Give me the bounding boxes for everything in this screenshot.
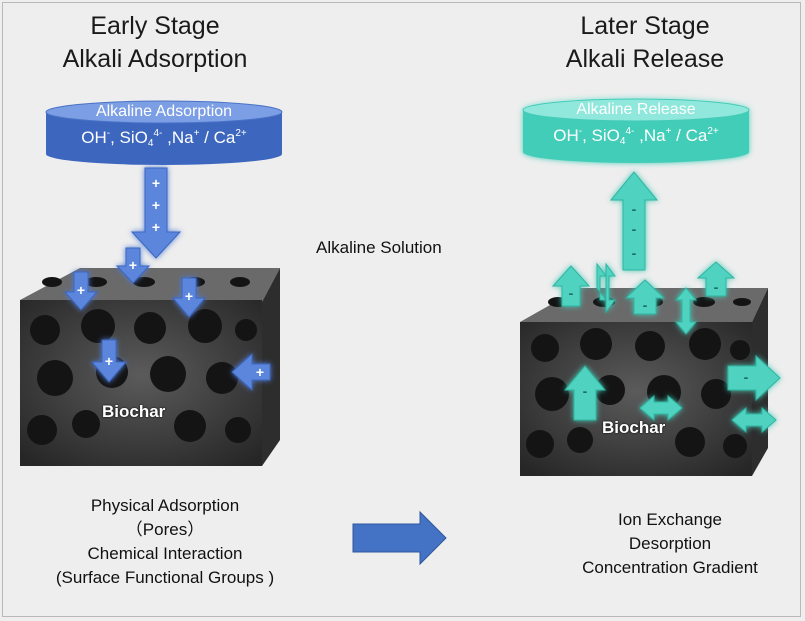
adsorption-arrow-5 [231,352,271,392]
left-arrow-signs: + + + + + + + + [77,175,264,380]
ion-sio: , SiO [582,126,620,145]
ion-oh-charge: - [106,128,111,139]
ion-sio-subscript: 4 [147,138,154,149]
right-disk-ions: OH-, SiO44- ,Na+ / Ca2+ [523,126,749,147]
left-biochar-label: Biochar [102,402,166,421]
right-captions: Ion Exchange Desorption Concentration Gr… [540,508,800,580]
caption-ion-exchange: Ion Exchange [618,510,722,529]
ion-ca-charge: 2+ [707,126,719,137]
left-disk-title: Alkaline Adsorption [95,103,233,120]
left-adsorption-arrows [63,167,271,392]
plus-sign: + [152,197,160,213]
minus-sign: - [632,221,637,237]
plus-sign: + [256,364,264,380]
ion-oh: OH [553,126,579,145]
ion-na: ,Na [634,126,666,145]
right-title-line1: Later Stage [580,12,710,40]
ion-oh: OH [81,128,107,147]
caption-pores: （Pores） [125,520,205,539]
left-title-line2: Alkali Adsorption [62,45,248,73]
plus-sign: + [77,282,85,298]
left-title: Early Stage Alkali Adsorption [40,10,270,76]
minus-sign: - [569,285,574,301]
ion-ca: / Ca [671,126,708,145]
caption-concentration-gradient: Concentration Gradient [582,558,758,577]
minus-sign: - [714,279,719,295]
release-arrow-4 [674,287,698,335]
minus-sign: - [632,201,637,217]
adsorption-arrow-2 [63,271,99,311]
right-disk-title: Alkaline Release [576,101,696,118]
plus-sign: + [185,288,193,304]
caption-physical-adsorption: Physical Adsorption [90,496,240,515]
release-arrow-5 [696,261,736,297]
ion-ca: / Ca [199,128,236,147]
adsorption-arrow-main [130,167,182,259]
ion-sio-subscript: 4 [619,136,626,147]
left-disk-ions: OH-, SiO44- ,Na+ / Ca2+ [46,128,282,149]
minus-sign: - [643,297,648,313]
release-arrow-9 [731,406,777,434]
left-biochar-block [20,268,280,466]
caption-chemical-interaction: Chemical Interaction [87,544,243,563]
ion-oh-charge: - [578,126,583,137]
caption-surface-functional-groups: (Surface Functional Groups ) [55,568,275,587]
left-captions: Physical Adsorption （Pores） Chemical Int… [20,494,310,590]
adsorption-arrow-3 [171,277,207,318]
right-arrow-signs: - - - - - - - - [569,201,749,399]
plus-sign: + [152,175,160,191]
release-arrow-main [609,171,659,271]
minus-sign: - [744,369,749,385]
ion-na: ,Na [162,128,194,147]
minus-sign: - [583,383,588,399]
right-biochar-label: Biochar [602,418,666,437]
plus-sign: + [152,219,160,235]
plus-sign: + [129,257,137,273]
release-arrow-7 [639,394,683,422]
alkaline-solution-label: Alkaline Solution [316,238,442,257]
adsorption-arrow-1 [115,247,151,284]
ion-sio: , SiO [110,128,148,147]
release-arrow-1 [551,265,591,307]
release-arrow-2 [596,262,616,314]
ion-na-charge: + [665,126,672,137]
plus-sign: + [105,353,113,369]
caption-desorption: Desorption [628,534,712,553]
right-title: Later Stage Alkali Release [530,10,760,76]
release-arrow-8 [727,354,781,402]
release-arrow-6 [563,365,607,421]
left-disk-cylinder [45,100,283,165]
adsorption-arrow-4 [90,339,128,383]
right-disk-cylinder [522,98,750,163]
right-release-arrows [551,171,781,434]
left-title-line1: Early Stage [90,12,220,40]
ion-ca-charge: 2+ [235,128,247,139]
ion-sio-charge: 4- [153,128,163,139]
stage-transition-arrow [352,510,447,566]
ion-sio-charge: 4- [625,126,635,137]
ion-na-charge: + [193,128,200,139]
minus-sign: - [632,245,637,261]
right-title-line2: Alkali Release [565,45,725,73]
release-arrow-3 [624,279,666,315]
